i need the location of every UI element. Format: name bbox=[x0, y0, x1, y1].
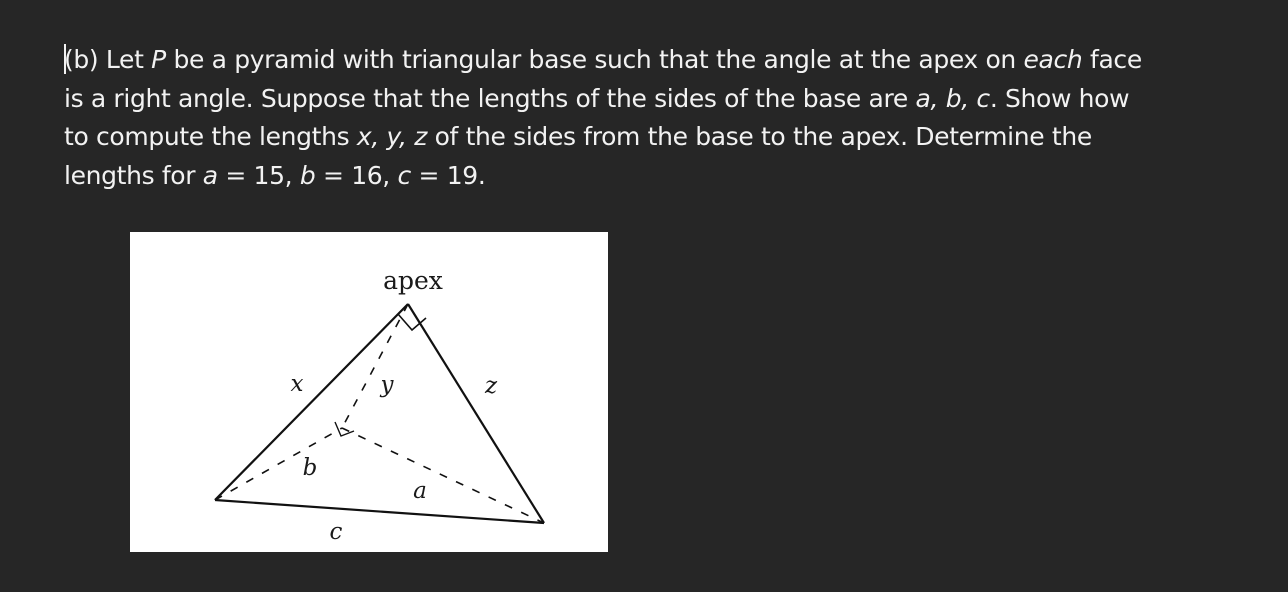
emphasis-each: each bbox=[1023, 45, 1083, 74]
text-segment: = 19. bbox=[410, 160, 486, 190]
x-label: x bbox=[291, 371, 304, 397]
problem-statement: (b) Let P be a pyramid with triangular b… bbox=[64, 41, 1264, 195]
text-segment: = 16, bbox=[315, 160, 398, 190]
edge-y-hidden bbox=[341, 303, 409, 429]
text-cursor bbox=[64, 44, 66, 74]
apex-label: apex bbox=[383, 266, 443, 295]
var-P: P bbox=[151, 45, 166, 74]
edge-x bbox=[214, 303, 409, 501]
edge-c bbox=[214, 498, 545, 525]
b-label: b bbox=[303, 455, 318, 481]
text-segment: lengths for bbox=[64, 160, 203, 190]
pyramid-figure: apex x y z a b c bbox=[130, 232, 608, 552]
var-c: c bbox=[397, 160, 412, 190]
text-segment: . Show how bbox=[989, 83, 1130, 113]
vars-xyz: x, y, z bbox=[356, 122, 427, 151]
text-segment: of the sides from the base to the apex. … bbox=[426, 122, 1093, 151]
text-segment: is a right angle. Suppose that the lengt… bbox=[64, 83, 916, 113]
text-segment: to compute the lengths bbox=[64, 122, 357, 151]
pyramid-diagram: apex x y z a b c bbox=[214, 266, 545, 545]
edge-z bbox=[407, 303, 545, 524]
a-label: a bbox=[413, 478, 427, 504]
var-a: a bbox=[202, 160, 218, 190]
c-label: c bbox=[330, 519, 343, 545]
text-segment: = 15, bbox=[217, 160, 300, 190]
z-label: z bbox=[484, 373, 498, 399]
problem-line-1: (b) Let P be a pyramid with triangular b… bbox=[64, 41, 1264, 80]
right-angle-mark-base bbox=[334, 421, 355, 437]
problem-line-3: to compute the lengths x, y, z of the si… bbox=[64, 118, 1264, 157]
problem-line-2: is a right angle. Suppose that the lengt… bbox=[64, 80, 1264, 119]
edge-a-hidden bbox=[341, 427, 545, 524]
right-angle-mark-apex bbox=[397, 313, 427, 332]
text-segment: face bbox=[1082, 45, 1142, 74]
y-label: y bbox=[380, 372, 395, 398]
var-b: b bbox=[299, 160, 316, 190]
problem-line-4: lengths for a = 15, b = 16, c = 19. bbox=[64, 157, 1264, 196]
text-segment: (b) Let bbox=[64, 45, 152, 74]
edge-b-hidden bbox=[214, 427, 343, 501]
text-segment: be a pyramid with triangular base such t… bbox=[165, 45, 1024, 74]
vars-abc: a, b, c bbox=[915, 83, 991, 113]
